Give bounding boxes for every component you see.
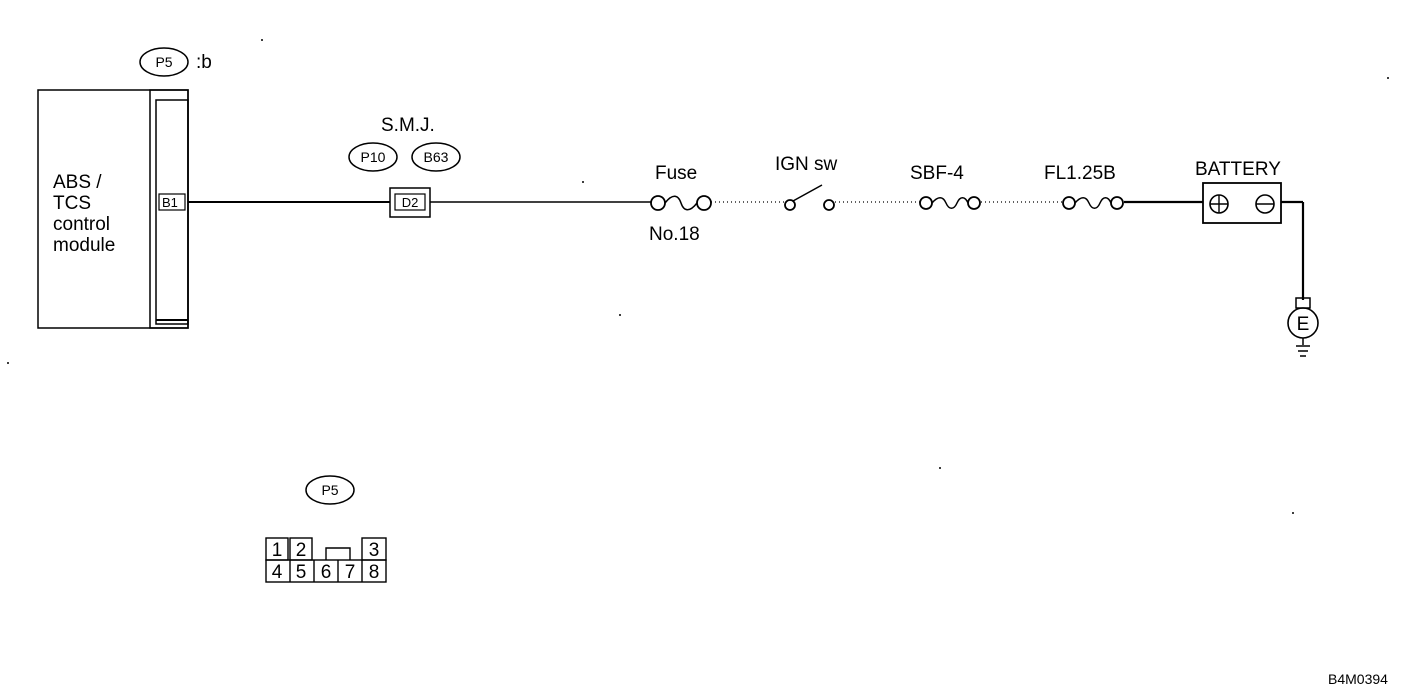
smj-tag-2: B63 bbox=[424, 149, 449, 165]
module-label-line-2: TCS bbox=[53, 193, 91, 214]
scan-specks bbox=[7, 39, 1389, 514]
fusible-link: FL1.25B bbox=[1044, 163, 1124, 210]
main-wire bbox=[188, 200, 1305, 300]
abs-tcs-control-module: ABS / TCS control module B1 bbox=[37, 89, 189, 329]
p5-pin-6: 6 bbox=[321, 562, 332, 583]
sbf-4-fuse: SBF-4 bbox=[910, 163, 981, 210]
battery: BATTERY bbox=[1195, 159, 1282, 224]
p5-pin-4: 4 bbox=[272, 562, 283, 583]
battery-label: BATTERY bbox=[1195, 159, 1281, 180]
module-label-line-1: ABS / bbox=[53, 172, 102, 193]
fuse-no18: Fuse No.18 bbox=[649, 163, 712, 245]
sbf-label: SBF-4 bbox=[910, 163, 964, 184]
module-connector-tag-text: P5 bbox=[155, 54, 172, 70]
fuse-number: No.18 bbox=[649, 224, 700, 245]
ground-point: E bbox=[1287, 297, 1319, 357]
p5-pin-5: 5 bbox=[296, 562, 307, 583]
module-connector-suffix: :b bbox=[196, 52, 212, 73]
fuse-label: Fuse bbox=[655, 163, 697, 184]
smj-tag-1: P10 bbox=[361, 149, 386, 165]
smj-pin-label: D2 bbox=[402, 195, 419, 210]
p5-pin-3: 3 bbox=[369, 540, 380, 561]
module-label-line-3: control bbox=[53, 214, 110, 235]
module-pin-label: B1 bbox=[162, 195, 178, 210]
figure-id: B4M0394 bbox=[1328, 671, 1388, 687]
module-label-line-4: module bbox=[53, 235, 115, 256]
p5-pin-1: 1 bbox=[272, 540, 283, 561]
smj-label: S.M.J. bbox=[381, 115, 435, 136]
fusible-link-label: FL1.25B bbox=[1044, 163, 1116, 184]
ign-switch-label: IGN sw bbox=[775, 154, 838, 175]
p5-pin-7: 7 bbox=[345, 562, 356, 583]
smj-joint: S.M.J. P10 B63 D2 bbox=[348, 115, 461, 218]
module-connector-tag: P5 :b bbox=[139, 47, 212, 77]
p5-connector-view: P5 1 2 3 4 5 6 7 8 bbox=[265, 475, 387, 583]
ground-label: E bbox=[1297, 314, 1310, 335]
ignition-switch: IGN sw bbox=[775, 154, 838, 211]
p5-pin-2: 2 bbox=[296, 540, 307, 561]
p5-pin-8: 8 bbox=[369, 562, 380, 583]
p5-connector-tag: P5 bbox=[321, 482, 338, 498]
